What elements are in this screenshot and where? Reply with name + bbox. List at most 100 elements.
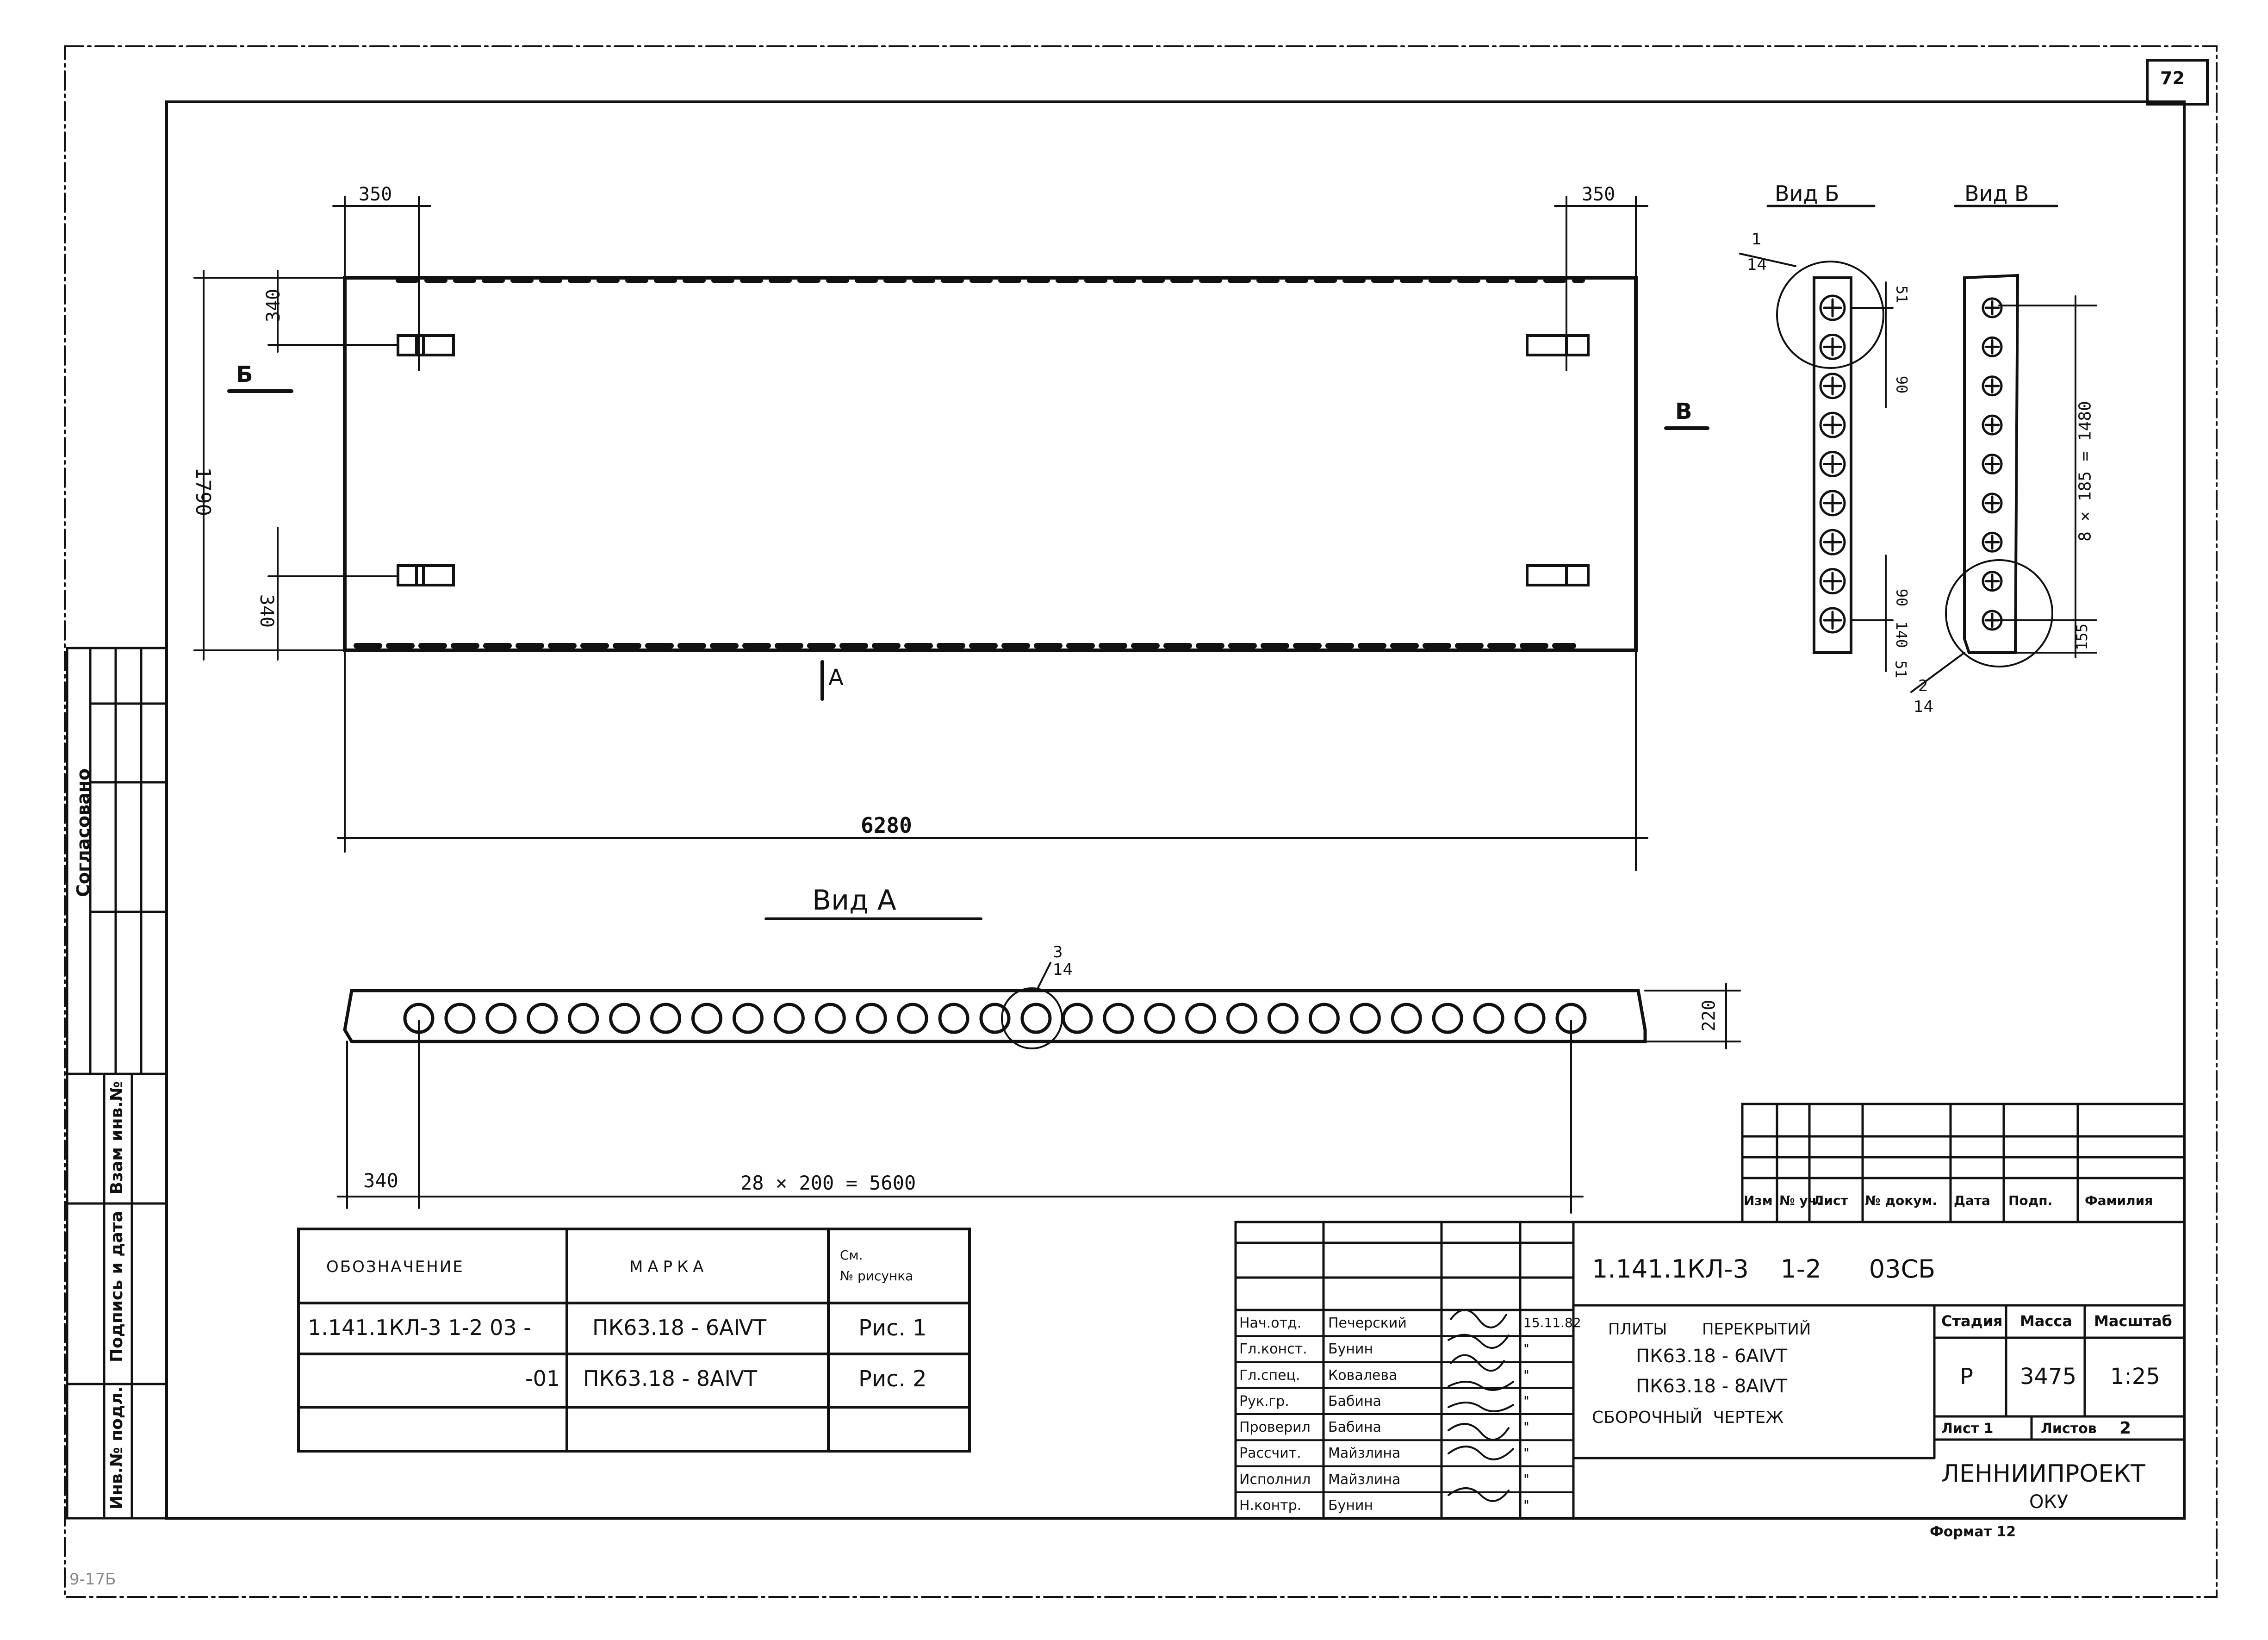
view-v-title: Вид В — [1964, 181, 2029, 206]
staff-date: " — [1523, 1393, 1529, 1409]
anchor-insert — [1819, 294, 1846, 321]
anchor-inserts-v — [1982, 297, 2003, 631]
spec-row1-mark: ПК63.18 - 6АⅣТ — [592, 1315, 767, 1340]
anchor-insert — [1982, 375, 2003, 397]
staff-date: " — [1523, 1497, 1529, 1513]
hollow-core — [1268, 1003, 1299, 1034]
view-a-title: Вид А — [812, 884, 896, 917]
anchor-inserts-b — [1819, 294, 1846, 634]
hollow-core — [732, 1003, 764, 1034]
staff-date: " — [1523, 1419, 1529, 1434]
plan-dimensions — [193, 196, 1648, 871]
revision-header: Изм — [1744, 1193, 1773, 1208]
side-stamp-sign-date: Подпись и дата — [107, 1211, 126, 1362]
tb-title-line3: ПК63.18 - 8АⅣТ — [1636, 1376, 1788, 1397]
spec-header-figure: См. № рисунка — [840, 1247, 913, 1284]
view-v-outline — [1963, 274, 2019, 654]
spec-row1-designation: 1.141.1КЛ-3 1-2 03 - — [308, 1315, 531, 1340]
spec-row2-figure: Рис. 2 — [858, 1366, 927, 1392]
anchor-insert — [1819, 412, 1846, 438]
signatures — [1448, 1309, 1514, 1502]
hollow-core — [691, 1003, 722, 1034]
detail-3-leader — [1036, 962, 1051, 991]
anchor-insert — [1982, 336, 2003, 357]
view-b-callout-top: 1 — [1752, 230, 1762, 249]
view-a-dimensions — [337, 983, 1741, 1214]
outer-sheet-border — [64, 45, 2218, 1598]
staff-name: Майзлина — [1328, 1471, 1401, 1488]
side-stamp — [66, 647, 168, 1520]
hollow-core — [444, 1003, 476, 1034]
sheet-number-box — [2146, 59, 2209, 106]
hollow-core — [1062, 1003, 1093, 1034]
tb-title-line4: СБОРОЧНЫЙ ЧЕРТЕЖ — [1592, 1408, 1784, 1427]
view-a-dim-height: 220 — [1698, 999, 1719, 1032]
staff-name: Бабина — [1328, 1419, 1381, 1435]
hollow-core — [527, 1003, 558, 1034]
view-b-dimensions — [1850, 281, 1894, 672]
hollow-core — [1103, 1003, 1134, 1034]
anchor-insert — [1819, 373, 1846, 399]
slab-outline — [343, 276, 1638, 652]
anchor-insert — [1819, 607, 1846, 634]
plan-dim-top-right: 350 — [1582, 184, 1616, 205]
plan-arrow-a-label: А — [828, 665, 844, 691]
revision-header: Подп. — [2008, 1193, 2053, 1208]
bottom-left-mark: 9-17Б — [69, 1570, 116, 1589]
plan-dim-left-upper: 340 — [263, 288, 285, 323]
plan-dim-left-height: 1790 — [191, 467, 215, 516]
tb-stage-label: Стадия — [1941, 1312, 2003, 1330]
staff-role: Н.контр. — [1239, 1497, 1302, 1514]
staff-date: 15.11.82 — [1523, 1315, 1581, 1330]
anchor-insert — [1982, 531, 2003, 553]
sheet-number: 72 — [2160, 68, 2185, 88]
view-a-dim-edge: 340 — [363, 1169, 398, 1192]
anchor-insert — [1982, 571, 2003, 592]
tb-mass-label: Масса — [2020, 1312, 2072, 1330]
staff-name: Майзлина — [1328, 1445, 1401, 1462]
view-b-callout-bottom: 14 — [1747, 256, 1767, 274]
staff-role: Рассчит. — [1239, 1445, 1301, 1462]
view-v-callout-top: 2 — [1918, 677, 1928, 695]
view-a-dim-pitch: 28 × 200 = 5600 — [740, 1172, 916, 1194]
view-b-dim-bottom1: 140 — [1892, 621, 1910, 648]
view-b-dim-second: 90 — [1893, 375, 1911, 394]
detail-2-circle — [1945, 559, 2053, 667]
detail-2-leader — [1910, 652, 1965, 693]
anchor-insert — [1982, 414, 2003, 436]
hollow-core — [1144, 1003, 1175, 1034]
view-v — [1910, 205, 2097, 693]
revision-header: № уч. — [1779, 1193, 1822, 1208]
spec-header-designation: ОБОЗНАЧЕНИЕ — [326, 1258, 464, 1276]
tb-stage-value: Р — [1960, 1364, 1973, 1390]
spec-header-mark: МАРКА — [629, 1258, 708, 1276]
section-arrows — [227, 389, 1709, 701]
spec-row2-designation: -01 — [525, 1366, 560, 1391]
staff-role: Исполнил — [1239, 1471, 1311, 1488]
anchor-insert — [1819, 568, 1846, 595]
anchor-insert — [1982, 297, 2003, 318]
staff-name: Бабина — [1328, 1393, 1381, 1409]
hollow-core — [568, 1003, 599, 1034]
hollow-core — [1308, 1003, 1340, 1034]
staff-row-lines — [1235, 1335, 1574, 1493]
staff-role: Проверил — [1239, 1419, 1311, 1435]
hollow-core — [1391, 1003, 1422, 1034]
hollow-core — [1349, 1003, 1381, 1034]
view-v-dim-total: 8 × 185 = 1480 — [2075, 401, 2095, 542]
hollow-core — [979, 1003, 1011, 1034]
staff-name: Печерский — [1328, 1315, 1407, 1331]
tb-title-line2: ПК63.18 - 6АⅣТ — [1636, 1346, 1788, 1367]
staff-name: Бунин — [1328, 1497, 1373, 1514]
anchor-insert — [1819, 529, 1846, 555]
view-a-callout-bottom: 14 — [1053, 960, 1073, 979]
revision-header: Лист — [1813, 1193, 1848, 1208]
hollow-core — [1185, 1003, 1217, 1034]
view-a-callout-top: 3 — [1053, 943, 1063, 961]
tb-title-line1: ПЛИТЫ ПЕРЕКРЫТИЙ — [1608, 1320, 1811, 1339]
lifting-loops — [397, 334, 1590, 586]
side-stamp-swap-inv: Взам инв.№ — [107, 1081, 126, 1195]
plan-arrow-b-label: Б — [236, 362, 253, 387]
plan-view — [193, 196, 1709, 871]
